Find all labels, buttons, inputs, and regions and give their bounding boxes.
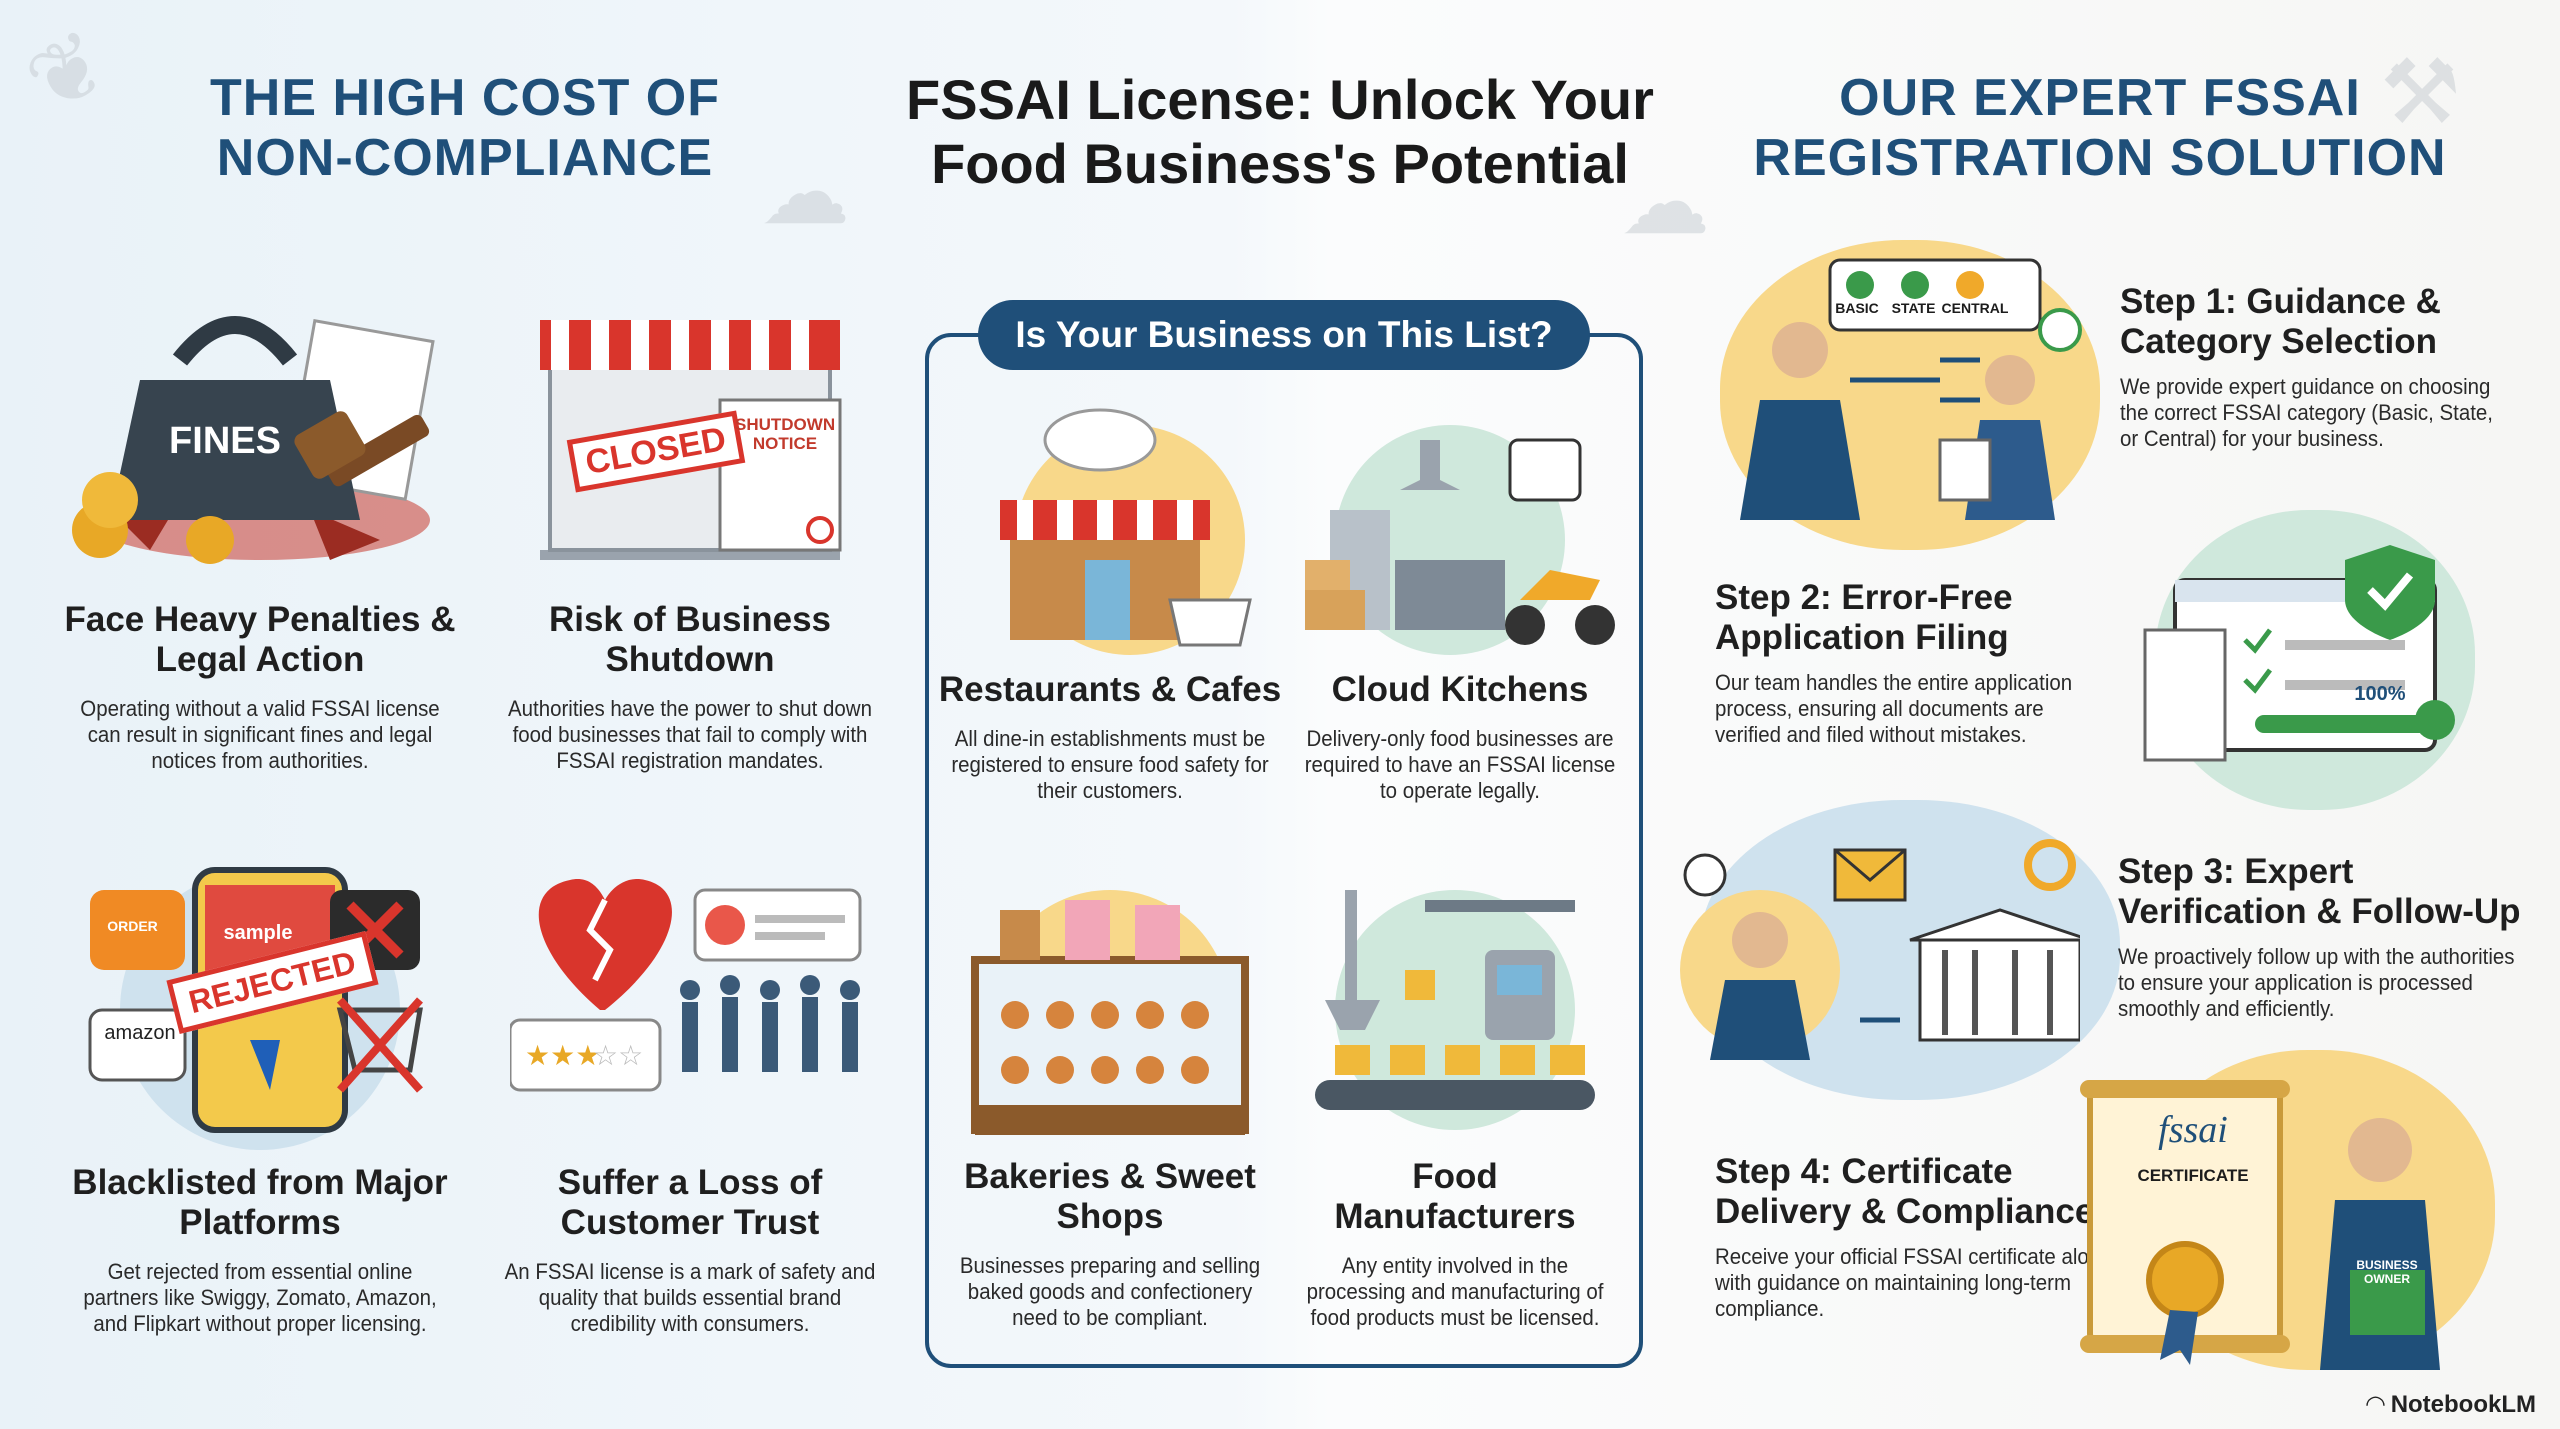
restaurant-illustration <box>980 400 1270 660</box>
cloud-kitchen-illustration <box>1300 400 1620 660</box>
card-body: Any entity involved in the processing an… <box>1306 1253 1604 1330</box>
step-heading: Step 3: Expert Verification & Follow-Up <box>2118 852 2521 931</box>
central-option-label: CENTRAL <box>1941 300 2009 316</box>
customer-trust-illustration: ★★★☆☆ <box>508 870 880 1150</box>
cloud-kitchens-card: Cloud Kitchens Delivery-only food busine… <box>1285 670 1635 804</box>
card-heading: Risk of Business Shutdown <box>548 600 832 679</box>
brand-name: NotebookLM <box>2390 1390 2536 1418</box>
fines-illustration <box>60 270 460 590</box>
card-body: Businesses preparing and selling baked g… <box>959 1253 1261 1330</box>
card-heading: Suffer a Loss of Customer Trust <box>557 1163 823 1242</box>
restaurants-card: Restaurants & Cafes All dine-in establis… <box>935 670 1285 804</box>
manufacturers-card: Food Manufacturers Any entity involved i… <box>1290 1157 1620 1331</box>
card-body: An FSSAI license is a mark of safety and… <box>504 1259 876 1336</box>
state-option-label: STATE <box>1891 300 1936 316</box>
step-4: Step 4: Certificate Delivery & Complianc… <box>1715 1152 2145 1322</box>
card-body: All dine-in establishments must be regis… <box>951 726 1269 803</box>
svg-text:★★★: ★★★ <box>525 1040 600 1071</box>
progress-percent: 100% <box>2354 683 2406 705</box>
card-body: Get rejected from essential online partn… <box>83 1259 437 1336</box>
card-body: Authorities have the power to shut down … <box>508 696 872 773</box>
brand-watermark: ◠ NotebookLM <box>2366 1390 2536 1419</box>
step-1: Step 1: Guidance & Category Selection We… <box>2120 282 2540 452</box>
basic-option-label: BASIC <box>1835 300 1879 316</box>
certificate-illustration <box>2080 1080 2500 1380</box>
card-heading: Bakeries & Sweet Shops <box>964 1157 1256 1236</box>
card-heading: Cloud Kitchens <box>1331 670 1589 709</box>
card-heading: Food Manufacturers <box>1334 1157 1576 1236</box>
card-heading: Face Heavy Penalties & Legal Action <box>64 600 456 679</box>
sample-app-label: sample <box>223 922 293 944</box>
blacklisted-card: Blacklisted from Major Platforms Get rej… <box>60 1163 460 1337</box>
fines-label: FINES <box>169 420 281 462</box>
fssai-logo-text: fssai <box>2158 1109 2228 1151</box>
step-body: We provide expert guidance on choosing t… <box>2120 374 2493 451</box>
card-heading: Restaurants & Cafes <box>938 670 1282 709</box>
business-list-header: Is Your Business on This List? <box>978 300 1590 370</box>
svg-text:☆☆: ☆☆ <box>593 1040 643 1071</box>
card-body: Delivery-only food businesses are requir… <box>1304 726 1616 803</box>
step-heading: Step 2: Error-Free Application Filing <box>1715 578 2013 657</box>
card-heading: Blacklisted from Major Platforms <box>72 1163 448 1242</box>
penalties-card: Face Heavy Penalties & Legal Action Oper… <box>60 600 460 774</box>
card-body: Operating without a valid FSSAI license … <box>80 696 440 773</box>
business-owner-label: BUSINESS OWNER <box>2356 1258 2418 1286</box>
consultation-illustration <box>1700 250 2100 550</box>
cutlery-doodle-icon: ⚒ <box>2380 43 2461 143</box>
bakery-illustration <box>965 880 1255 1140</box>
factory-illustration <box>1305 880 1605 1140</box>
step-heading: Step 1: Guidance & Category Selection <box>2120 282 2441 361</box>
follow-up-illustration <box>1680 800 2091 1100</box>
shutdown-notice-label: SHUTDOWN NOTICE <box>735 415 836 453</box>
step-body: Receive your official FSSAI certificate … <box>1715 1244 2112 1321</box>
shutdown-card: Risk of Business Shutdown Authorities ha… <box>480 600 900 774</box>
document-verified-illustration <box>2135 540 2485 780</box>
left-column-title: THE HIGH COST OF NON-COMPLIANCE <box>210 69 720 187</box>
bakeries-card: Bakeries & Sweet Shops Businesses prepar… <box>945 1157 1275 1331</box>
notebooklm-icon: ◠ <box>2366 1391 2385 1418</box>
chef-hat-doodle-icon: ☁ <box>760 143 850 243</box>
right-column-title: OUR EXPERT FSSAI REGISTRATION SOLUTION <box>1753 69 2447 187</box>
page-title: FSSAI License: Unlock Your Food Business… <box>906 68 1654 195</box>
step-2: Step 2: Error-Free Application Filing Ou… <box>1715 578 2145 748</box>
chef-hat-doodle-icon-2: ☁ <box>1620 153 1710 253</box>
order-app-label: ORDER <box>107 918 158 934</box>
trust-card: Suffer a Loss of Customer Trust An FSSAI… <box>480 1163 900 1337</box>
amazon-label: amazon <box>104 1022 176 1044</box>
certificate-label: CERTIFICATE <box>2137 1166 2249 1185</box>
step-body: Our team handles the entire application … <box>1715 670 2073 747</box>
step-body: We proactively follow up with the author… <box>2118 944 2515 1021</box>
wheat-doodle-icon: ❦ <box>10 10 126 136</box>
step-heading: Step 4: Certificate Delivery & Complianc… <box>1715 1152 2095 1231</box>
step-3: Step 3: Expert Verification & Follow-Up … <box>2118 852 2548 1022</box>
